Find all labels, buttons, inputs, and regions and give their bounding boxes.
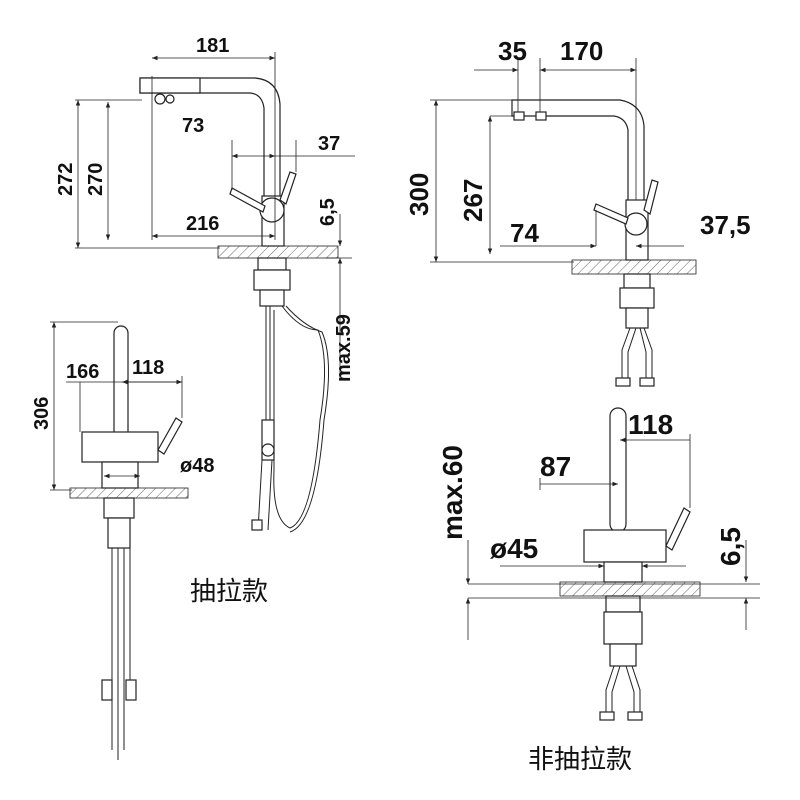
supply-front-fixed-2 (631, 665, 641, 712)
dim-max60: max.60 (437, 445, 468, 540)
spout-front-fixed (609, 407, 627, 533)
dim-216: 216 (186, 213, 219, 235)
fixed-front-view: max.60 118 87 ø45 6,5 (437, 407, 760, 721)
dim-166: 166 (66, 361, 99, 383)
dim-max59: max.59 (333, 314, 355, 382)
pullout-front-view: 306 166 118 ø48 (31, 321, 214, 760)
body-front (81, 431, 159, 463)
shank-front-fixed (605, 595, 641, 613)
pullout-side-view: 181 272 270 73 37 216 6,5 max.59 (55, 35, 355, 533)
lever-fixed-left (593, 203, 629, 225)
dim-37: 37 (318, 133, 340, 155)
conn-fixed (625, 307, 649, 329)
dim-306: 306 (31, 397, 53, 430)
fitting (251, 519, 263, 531)
connector (259, 289, 285, 307)
hose-loop-inner (285, 305, 329, 533)
lever-front (157, 417, 183, 455)
counter-top-3 (571, 259, 697, 275)
dim-300: 300 (404, 173, 434, 216)
fitting-front-2 (125, 679, 137, 701)
dim-37-5: 37,5 (700, 210, 751, 240)
fitting-front-fixed-2 (627, 711, 643, 721)
dim-118: 118 (132, 357, 164, 379)
lever-left (229, 187, 266, 213)
shank-front (103, 497, 135, 519)
lever-right (279, 171, 297, 205)
dim-170: 170 (560, 36, 603, 66)
dim-35: 35 (498, 36, 527, 66)
nut-fixed (619, 287, 655, 309)
fitting-front-fixed-1 (599, 711, 615, 721)
base-front-fixed (603, 561, 643, 583)
hose-loop (273, 305, 325, 529)
counter-top (217, 245, 339, 259)
dim-73: 73 (182, 115, 204, 137)
shank-fixed (623, 273, 651, 289)
dim-181: 181 (196, 35, 229, 57)
spray-head (139, 77, 201, 94)
base-front (101, 461, 139, 489)
dim-272: 272 (55, 163, 77, 196)
dim-6-5-fixed: 6,5 (715, 527, 746, 566)
supply-front-fixed-1 (605, 665, 615, 712)
nut (253, 269, 291, 291)
supply-end-1 (257, 459, 263, 531)
supply-fixed-4 (639, 327, 647, 378)
supply-fixed-1 (621, 327, 631, 378)
fitting-front-1 (101, 679, 113, 701)
nut-front (107, 517, 131, 549)
spout-front (113, 325, 129, 447)
supply-front-fixed-3 (611, 665, 621, 712)
caption-pullout: 抽拉款 (190, 577, 268, 607)
supply-fixed-2 (643, 327, 653, 378)
dim-dia48: ø48 (180, 455, 214, 477)
dim-118-fixed: 118 (628, 409, 673, 440)
counter-top-2 (69, 487, 189, 499)
lever-front-fixed (665, 507, 691, 551)
shank (257, 257, 287, 271)
body-front-fixed (583, 529, 667, 563)
supply-end-2 (267, 459, 273, 531)
fitting-fixed-1 (615, 377, 631, 387)
spout-fixed (511, 99, 645, 207)
supply-front-fixed-4 (625, 665, 635, 712)
nut-front-fixed (603, 611, 643, 645)
nozzle-fixed-1 (513, 111, 525, 121)
fixed-side-view: 35 170 300 267 74 37,5 (404, 36, 751, 387)
nozzle-2 (165, 94, 175, 104)
knob-fixed (624, 212, 648, 236)
dim-270: 270 (85, 163, 107, 196)
nozzle (154, 93, 166, 105)
conn-front-fixed (609, 643, 637, 667)
dim-267: 267 (458, 179, 488, 222)
dim-87: 87 (540, 451, 571, 482)
dim-6-5: 6,5 (317, 198, 339, 226)
caption-fixed: 非抽拉款 (528, 745, 632, 775)
valve-nut (261, 443, 275, 457)
dim-74: 74 (510, 218, 539, 248)
nozzle-fixed-2 (535, 111, 547, 121)
fitting-fixed-2 (639, 377, 655, 387)
lever-fixed-right (643, 179, 659, 215)
dim-dia45: ø45 (490, 533, 538, 564)
supply-fixed-3 (627, 327, 637, 378)
